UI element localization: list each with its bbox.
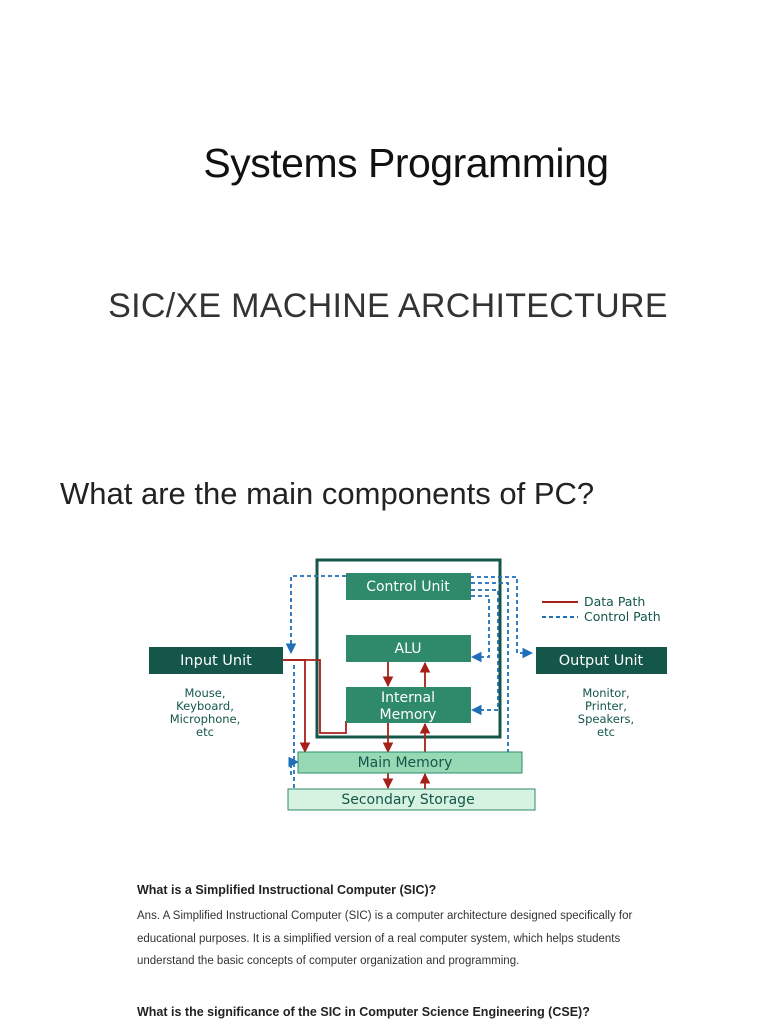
- control-unit-block: [346, 573, 471, 600]
- internal-memory-label-line2: Memory: [380, 707, 437, 723]
- page-title: Systems Programming: [203, 140, 609, 186]
- page-subtitle: SIC/XE MACHINE ARCHITECTURE: [108, 287, 668, 325]
- alu-label: ALU: [395, 641, 422, 657]
- input-device-item: Microphone,: [170, 712, 241, 726]
- faq-answer-line: understand the basic concepts of compute…: [137, 955, 520, 967]
- secondary-storage-label: Secondary Storage: [341, 792, 474, 808]
- secondary-storage-block: [287, 788, 536, 811]
- cpu-box: [315, 558, 502, 739]
- output-device-item: etc: [597, 725, 615, 739]
- input-unit-block: [149, 647, 283, 674]
- input-device-item: etc: [196, 725, 214, 739]
- faq-answer-line: Ans. A Simplified Instructional Computer…: [137, 910, 633, 922]
- output-unit-block: [536, 647, 667, 674]
- faq-question-1: What is a Simplified Instructional Compu…: [137, 883, 437, 897]
- output-device-item: Speakers,: [578, 712, 634, 726]
- output-devices-list: Monitor, Printer, Speakers, etc: [578, 686, 634, 739]
- input-unit-label: Input Unit: [180, 653, 252, 669]
- control-unit-label: Control Unit: [366, 579, 450, 595]
- internal-memory-label-line1: Internal: [381, 690, 435, 706]
- output-device-item: Printer,: [585, 699, 627, 713]
- main-memory-block: [297, 751, 523, 774]
- input-devices-list: Mouse, Keyboard, Microphone, etc: [170, 686, 241, 739]
- output-device-item: Monitor,: [582, 686, 629, 700]
- data-paths: [283, 659, 431, 790]
- input-device-item: Mouse,: [185, 686, 226, 700]
- faq-answer-1: Ans. A Simplified Instructional Computer…: [137, 905, 697, 973]
- legend-data-path-label: Data Path: [584, 594, 645, 609]
- legend-control-path-label: Control Path: [584, 609, 661, 624]
- alu-block: [346, 635, 471, 662]
- main-memory-label: Main Memory: [358, 755, 453, 771]
- faq-question-2: What is the significance of the SIC in C…: [137, 1005, 590, 1019]
- diagram-legend: Data Path Control Path: [542, 594, 661, 624]
- faq-answer-line: educational purposes. It is a simplified…: [137, 932, 621, 945]
- output-unit-label: Output Unit: [559, 653, 644, 669]
- section-question: What are the main components of PC?: [60, 476, 595, 511]
- internal-memory-block: [346, 687, 471, 723]
- input-device-item: Keyboard,: [176, 699, 234, 713]
